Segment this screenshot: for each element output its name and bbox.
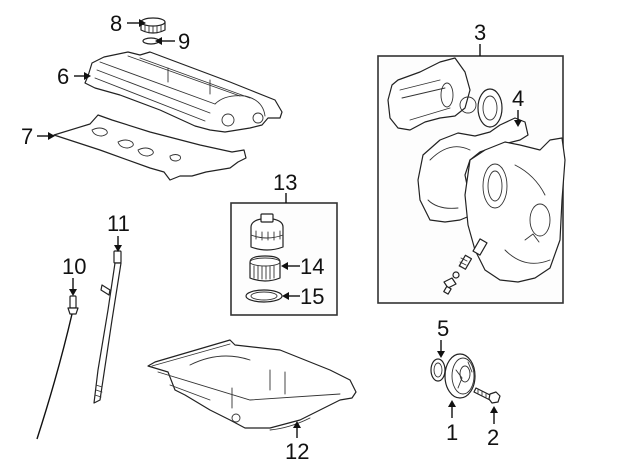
- leader-lines: [37, 19, 522, 438]
- pump-gear-ring[interactable]: [477, 88, 503, 128]
- callout-13: 13: [273, 170, 297, 195]
- oil-pan[interactable]: [147, 339, 357, 431]
- oil-dipstick[interactable]: [36, 295, 79, 440]
- oil-filler-cap[interactable]: [140, 17, 166, 34]
- oil-pump-housing[interactable]: [387, 57, 477, 131]
- valve-cover[interactable]: [84, 51, 283, 133]
- callout-6: 6: [57, 64, 69, 89]
- dipstick-tube[interactable]: [93, 250, 122, 404]
- callout-5: 5: [437, 316, 449, 341]
- callout-14: 14: [300, 254, 324, 279]
- valve-cover-gasket[interactable]: [53, 114, 247, 181]
- filter-housing-o-ring[interactable]: [245, 289, 283, 303]
- relief-valve-parts[interactable]: [443, 238, 488, 295]
- callout-7: 7: [21, 124, 33, 149]
- callout-3: 3: [474, 20, 486, 45]
- callout-15: 15: [300, 284, 324, 309]
- callout-8: 8: [110, 11, 122, 36]
- callout-12: 12: [285, 439, 309, 464]
- crankshaft-seal[interactable]: [430, 358, 446, 382]
- callout-2: 2: [487, 425, 499, 450]
- callout-10: 10: [62, 254, 86, 279]
- callout-1: 1: [446, 420, 458, 445]
- callout-9: 9: [178, 29, 190, 54]
- pulley-bolt[interactable]: [473, 387, 501, 404]
- timing-cover[interactable]: [464, 137, 566, 283]
- oil-filter-element[interactable]: [249, 255, 281, 282]
- oil-filter-cap[interactable]: [250, 213, 284, 251]
- callout-4: 4: [512, 86, 524, 111]
- callout-11: 11: [107, 211, 130, 236]
- crankshaft-pulley[interactable]: [444, 353, 476, 399]
